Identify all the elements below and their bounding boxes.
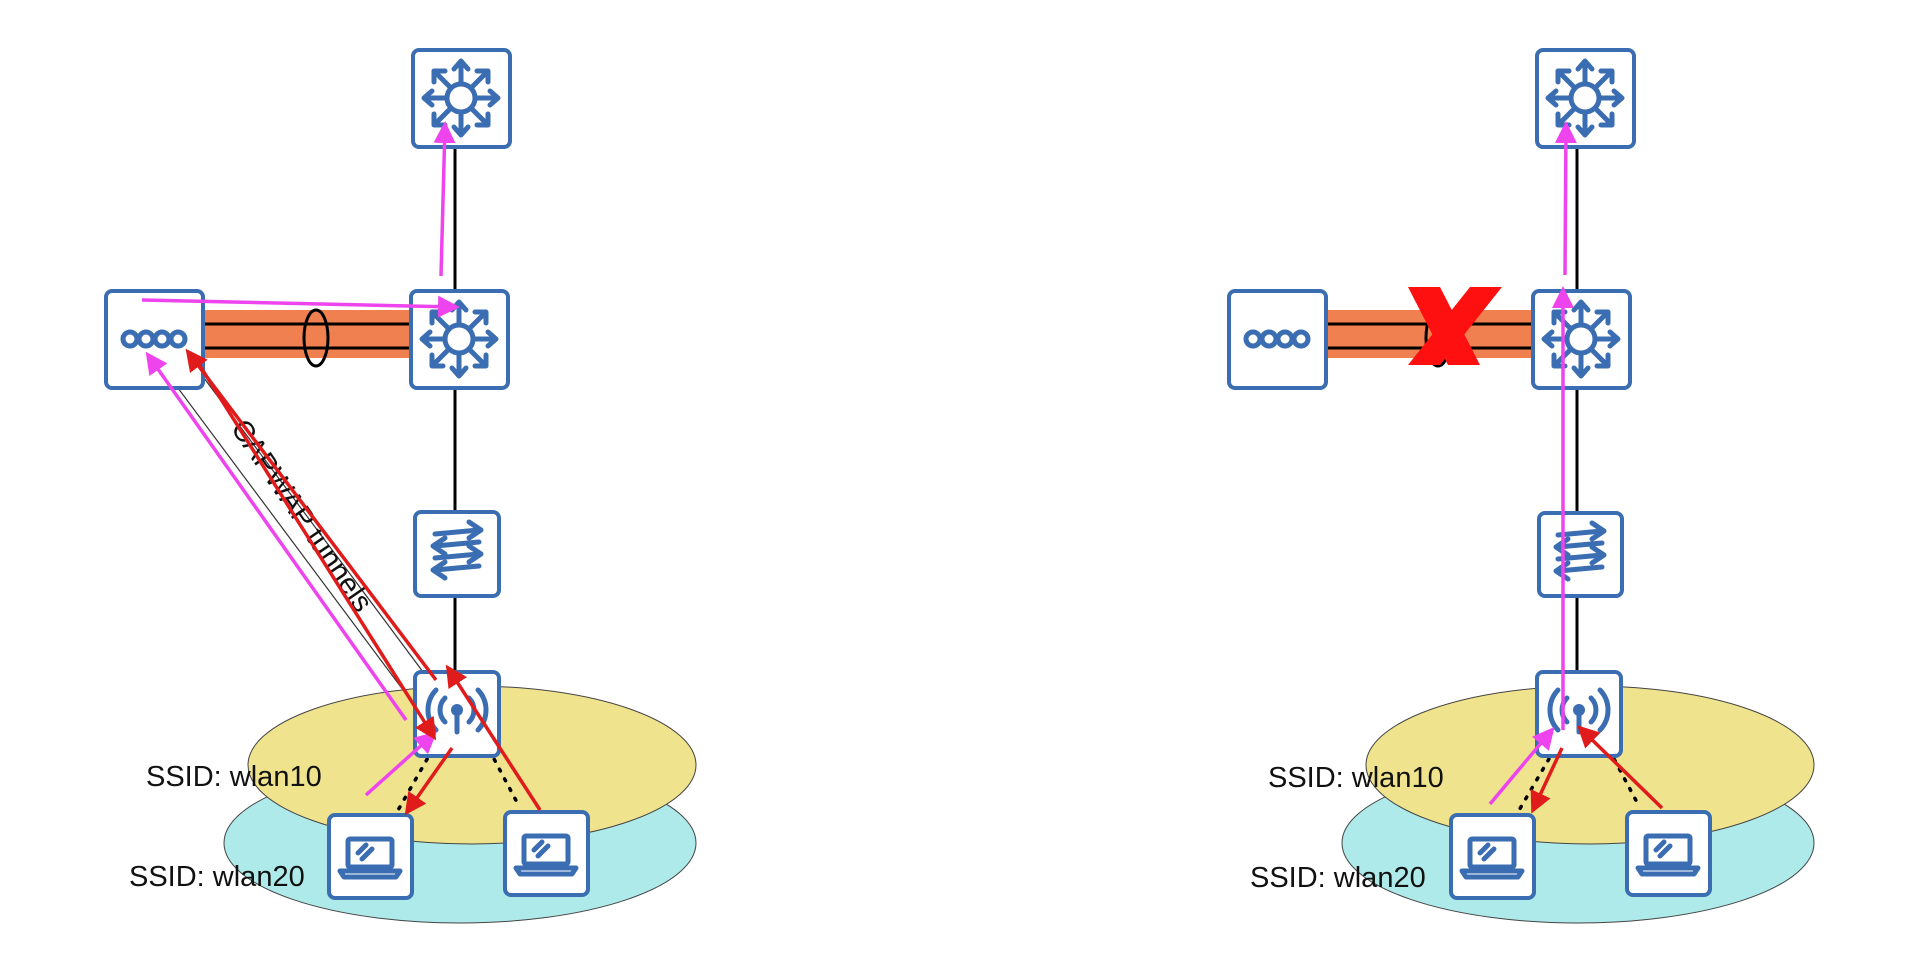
traffic-wlan20-laptop-to-ap (445, 664, 542, 811)
core-switch-left[interactable] (411, 48, 512, 149)
access-switch-right[interactable] (1537, 511, 1624, 598)
traffic-wlan10-wlc-to-dist (141, 295, 460, 318)
ssid-label-wlan20: SSID: wlan20 (1250, 862, 1426, 894)
ap-right[interactable] (1535, 670, 1623, 758)
wlc-left[interactable] (104, 289, 205, 390)
traffic-wlan20-ap-to-wlc (185, 348, 438, 682)
traffic-wlan20-laptop-to-ap (1577, 725, 1664, 810)
access-switch-left[interactable] (413, 510, 501, 598)
right-diagram: SSID: wlan10 SSID: wlan20 (1227, 48, 1815, 924)
core-switch-right[interactable] (1535, 48, 1636, 149)
laptop-wlan20-right[interactable] (1449, 813, 1536, 900)
laptop-wlan20-left[interactable] (327, 813, 414, 900)
distribution-switch-left[interactable] (409, 289, 510, 390)
left-diagram: CAPWAP tunnels (104, 48, 697, 924)
x-mark-icon (1408, 287, 1502, 365)
distribution-switch-right[interactable] (1531, 289, 1632, 390)
traffic-wlan20-ap-to-laptop (404, 746, 454, 816)
ssid-label-wlan20: SSID: wlan20 (129, 861, 305, 893)
ssid-label-wlan10: SSID: wlan10 (146, 761, 322, 793)
wlc-right[interactable] (1227, 289, 1328, 390)
traffic-wlan20-ap-to-laptop (1530, 747, 1564, 814)
traffic-wlan10-dist-to-core (1554, 121, 1577, 276)
ssid-label-wlan10: SSID: wlan10 (1268, 762, 1444, 794)
capwap-tunnel-label: CAPWAP tunnels (224, 414, 378, 618)
traffic-wlan10-laptop-to-ap (364, 731, 437, 797)
laptop-wlan10-right[interactable] (1625, 810, 1712, 897)
laptop-wlan10-left[interactable] (503, 810, 590, 897)
traffic-wlan10-ap-to-wlc (145, 351, 408, 722)
traffic-wlan10-laptop-to-ap (1488, 726, 1555, 806)
lag-ellipse (302, 308, 330, 368)
traffic-wlan20-wlc-to-ap (193, 357, 437, 741)
traffic-wlan10-to-core (433, 121, 456, 277)
